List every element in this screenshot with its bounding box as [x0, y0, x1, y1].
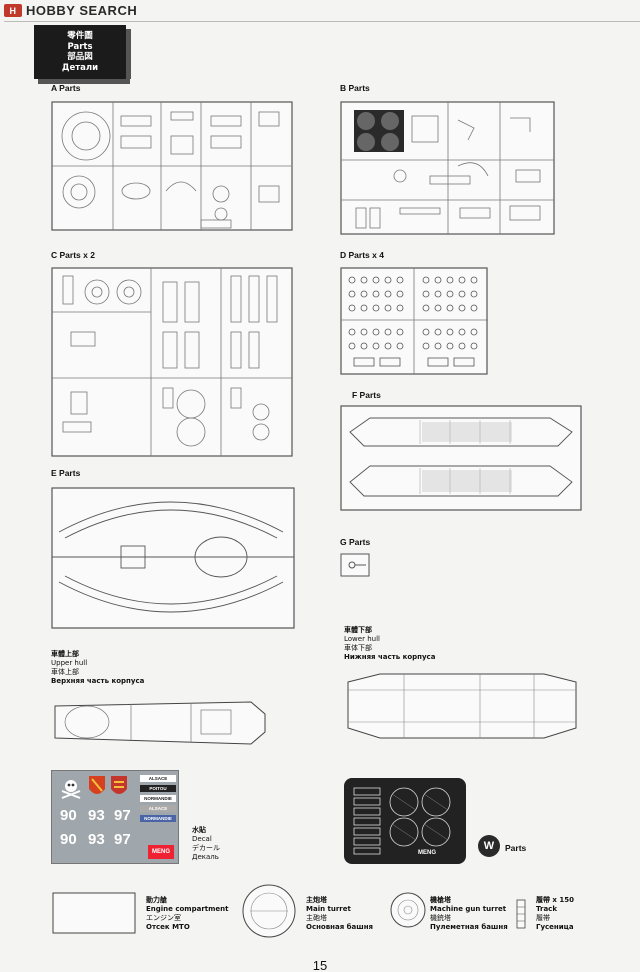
lower-hull-label: 車體下部 Lower hull 車体下部 Нижняя часть корпус…: [344, 626, 436, 661]
decal-number-90: 90: [60, 807, 77, 824]
hobby-search-watermark: H HOBBY SEARCH: [4, 3, 640, 22]
decal-number-97: 97: [114, 807, 131, 824]
decal-number-93: 93: [88, 807, 105, 824]
main-turret-label: 主炮塔 Main turret 主砲塔 Основная башня: [306, 896, 374, 931]
red-shield-emblem-icon: [89, 776, 105, 794]
decal-label: 水貼 Decal デカール Декаль: [192, 826, 220, 861]
sprue-b-label: B Parts: [340, 83, 370, 93]
sprue-e-label: E Parts: [51, 468, 81, 478]
sprue-d-label: D Parts x 4: [340, 250, 384, 260]
sprue-e-drawing: [51, 487, 295, 629]
decal-plate-normandie: NORMANDIE: [140, 795, 176, 802]
header-line-en: Parts: [67, 41, 93, 52]
track-link-drawing: [516, 899, 526, 929]
lion-shield-emblem-icon: [111, 776, 127, 794]
decal-plate-alsace-small: ALSACE: [140, 805, 176, 812]
watermark-text: HOBBY SEARCH: [26, 3, 138, 18]
photo-etch-parts-drawing: [353, 787, 451, 855]
w-parts-label: Parts: [505, 843, 527, 853]
parts-header-box: 零件圖 Parts 部品図 Детали: [34, 25, 131, 84]
upper-hull-drawing: [54, 701, 266, 745]
lower-hull-drawing: [347, 673, 577, 739]
decal-number-97-b: 97: [114, 831, 131, 848]
header-line-jp: 部品図: [67, 52, 93, 62]
header-line-ru: Детали: [61, 62, 99, 73]
machine-gun-turret-drawing: [390, 892, 426, 928]
decal-meng-logo: MENG: [148, 845, 174, 859]
page-number: 15: [312, 958, 328, 972]
sprue-f-label: F Parts: [352, 390, 381, 400]
decal-sheet: ALSACE POITOU NORMANDIE ALSACE NORMANDIE…: [51, 770, 179, 864]
hobby-search-logo-icon: H: [4, 4, 22, 17]
sprue-g-drawing: [340, 553, 370, 577]
machine-gun-turret-label: 機槍塔 Machine gun turret 機銃塔 Пулеметная ба…: [430, 896, 508, 931]
sprue-a-drawing: [51, 101, 293, 231]
upper-hull-label: 車體上部 Upper hull 車体上部 Верхняя часть корпу…: [51, 650, 145, 685]
sprue-g-label: G Parts: [340, 537, 371, 547]
photo-etch-sheet: MENG: [344, 778, 466, 864]
decal-number-90-b: 90: [60, 831, 77, 848]
decal-plate-normandie-small: NORMANDIE: [140, 815, 176, 822]
sprue-b-drawing: [340, 101, 555, 235]
sprue-f-drawing: [340, 405, 582, 511]
track-label: 履帶 x 150 Track 履帯 Гусеница: [536, 896, 575, 931]
svg-text:H: H: [10, 6, 17, 16]
engine-compartment-drawing: [52, 892, 136, 934]
sprue-d-drawing: [340, 267, 488, 375]
header-line-zh: 零件圖: [67, 31, 93, 41]
sprue-a-label: A Parts: [51, 83, 81, 93]
w-parts-badge: W: [478, 835, 500, 857]
pe-meng-logo: MENG: [418, 850, 436, 856]
sprue-c-drawing: [51, 267, 293, 457]
sprue-c-label: C Parts x 2: [51, 250, 95, 260]
skull-crossbones-icon: [61, 780, 81, 799]
main-turret-drawing: [242, 884, 296, 938]
engine-compartment-label: 動力艙 Engine compartment エンジン室 Отсек МТО: [146, 896, 229, 931]
decal-number-93-b: 93: [88, 831, 105, 848]
decal-plate-poitou: POITOU: [140, 785, 176, 792]
decal-plate-alsace: ALSACE: [140, 775, 176, 782]
